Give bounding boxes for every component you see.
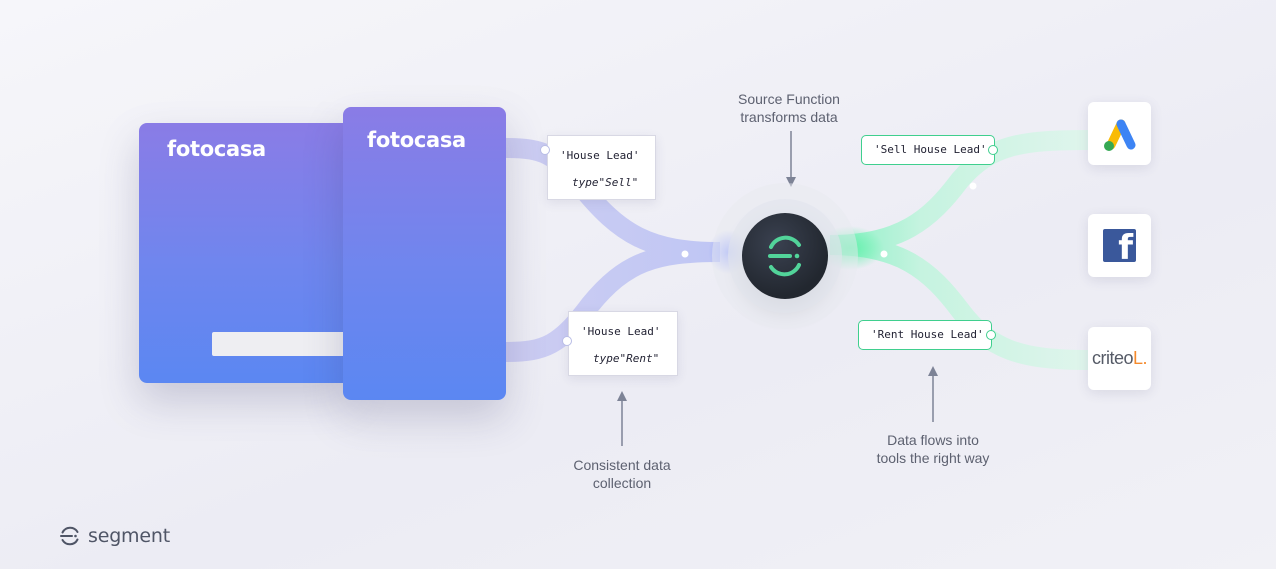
arrows [617, 131, 938, 446]
output-sell-house-lead: 'Sell House Lead' [861, 135, 995, 165]
destination-facebook: f [1088, 214, 1151, 277]
destination-google-ads [1088, 102, 1151, 165]
fotocasa-card-front: fotocasa [343, 107, 506, 400]
rent-flow [505, 242, 721, 362]
junction-dot-input [681, 250, 689, 258]
event-house-lead-sell: 'House Lead' type"Sell" [547, 135, 656, 200]
segment-wordmark: segment [88, 525, 170, 547]
criteo-logo: criteoL. [1091, 348, 1148, 369]
criteo-mark: L. [1133, 348, 1148, 368]
connector-dot [986, 330, 996, 340]
criteo-word: criteo [1091, 348, 1134, 368]
label-line: Source Function [738, 91, 840, 107]
connector-dot [562, 336, 572, 346]
junction-dot-upper [969, 182, 977, 190]
event-name: 'House Lead' [581, 325, 661, 338]
output-rent-house-lead: 'Rent House Lead' [858, 320, 992, 350]
fotocasa-card-back: fotocasa [139, 123, 351, 383]
label-data-flows: Data flows into tools the right way [858, 432, 1008, 467]
label-line: tools the right way [876, 449, 990, 466]
event-house-lead-rent: 'House Lead' type"Rent" [568, 311, 678, 376]
connector-dot [988, 145, 998, 155]
destination-criteo: criteoL. [1088, 327, 1151, 390]
facebook-icon: f [1103, 229, 1136, 262]
fotocasa-logo: fotocasa [367, 128, 466, 152]
segment-logo-icon [60, 526, 79, 546]
event-type: type"Rent" [593, 352, 660, 365]
event-name: 'House Lead' [560, 149, 640, 162]
label-line: Data flows into [887, 432, 979, 448]
form-input-bar [212, 332, 351, 356]
label-source-function: Source Function transforms data [722, 91, 856, 126]
connector-dot [540, 145, 550, 155]
label-line: Consistent data [573, 457, 671, 473]
label-consistent-data: Consistent data collection [556, 457, 688, 492]
label-line: collection [592, 474, 652, 491]
junction-dot-output [880, 250, 888, 258]
segment-hub-icon [768, 235, 801, 277]
google-ads-icon [1103, 119, 1135, 151]
source-function-hub [742, 213, 828, 299]
fotocasa-logo: fotocasa [167, 137, 266, 161]
event-type: type"Sell" [572, 176, 639, 189]
segment-logo: segment [58, 524, 170, 548]
label-line: transforms data [740, 108, 838, 125]
